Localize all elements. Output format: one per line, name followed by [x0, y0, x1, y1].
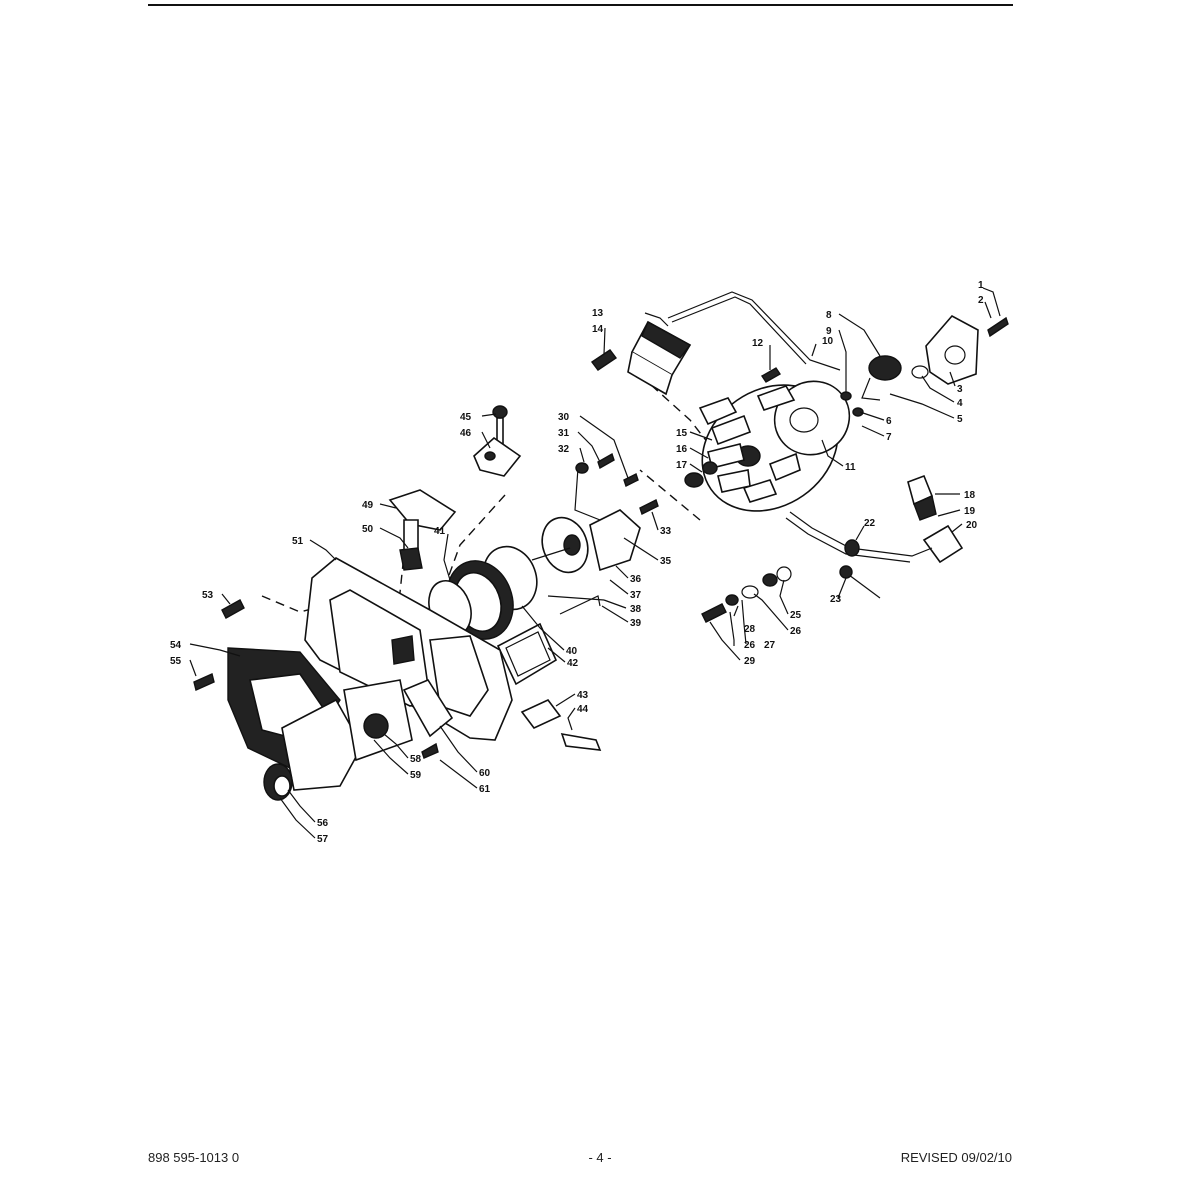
callout-58: 58 [410, 754, 422, 765]
callout-49: 49 [362, 500, 374, 511]
flywheel [698, 380, 851, 512]
callout-2: 2 [978, 295, 984, 306]
callout-17: 17 [676, 460, 688, 471]
callout-23: 23 [830, 594, 842, 605]
callout-4: 4 [957, 398, 963, 409]
points-assembly [861, 355, 929, 401]
callout-25: 25 [790, 610, 802, 621]
callout-14: 14 [592, 324, 604, 335]
callout-30: 30 [558, 412, 570, 423]
callout-7: 7 [886, 432, 892, 443]
callout-54: 54 [170, 640, 182, 651]
footer-part-number: 898 595-1013 0 [148, 1150, 240, 1165]
ignition-module [627, 320, 692, 396]
callout-29: 29 [744, 656, 756, 667]
callout-39: 39 [630, 618, 642, 629]
callout-27: 27 [764, 640, 776, 651]
parts-artwork [193, 291, 1009, 801]
callout-20: 20 [966, 520, 978, 531]
footer-page-number: - 4 - [588, 1150, 612, 1165]
callout-41: 41 [434, 526, 446, 537]
callout-5: 5 [957, 414, 963, 425]
callout-11: 11 [845, 462, 856, 473]
callout-59: 59 [410, 770, 422, 781]
callout-45: 45 [460, 412, 472, 423]
callout-18: 18 [964, 490, 976, 501]
callout-60: 60 [479, 768, 491, 779]
callout-57: 57 [317, 834, 329, 845]
callout-labels: 1 2 3 4 5 6 7 8 9 10 11 12 13 14 15 16 1… [170, 280, 984, 845]
top-rule [148, 4, 1013, 6]
callout-43: 43 [577, 690, 589, 701]
callout-53: 53 [202, 590, 214, 601]
callout-31: 31 [558, 428, 570, 439]
callout-44: 44 [577, 704, 589, 715]
callout-28: 28 [744, 624, 756, 635]
callout-55: 55 [170, 656, 182, 667]
main-housing [304, 557, 513, 741]
callout-10: 10 [822, 336, 834, 347]
callout-32: 32 [558, 444, 570, 455]
callout-19: 19 [964, 506, 976, 517]
callout-16: 16 [676, 444, 688, 455]
callout-15: 15 [676, 428, 688, 439]
starter-pulley [531, 509, 641, 574]
callout-26-a: 26 [790, 626, 802, 637]
callout-56: 56 [317, 818, 329, 829]
callout-38: 38 [630, 604, 642, 615]
callout-13: 13 [592, 308, 604, 319]
callout-33: 33 [660, 526, 672, 537]
callout-22: 22 [864, 518, 876, 529]
footer-revision: REVISED 09/02/10 [900, 1150, 1012, 1165]
callout-9: 9 [826, 326, 832, 337]
callout-12: 12 [752, 338, 764, 349]
callout-1: 1 [978, 280, 984, 291]
callout-50: 50 [362, 524, 374, 535]
spark-plug [907, 474, 937, 521]
callout-6: 6 [886, 416, 892, 427]
callout-35: 35 [660, 556, 672, 567]
leader-lines [189, 287, 1001, 839]
callout-51: 51 [292, 536, 304, 547]
callout-36: 36 [630, 574, 642, 585]
callout-40: 40 [566, 646, 578, 657]
callout-8: 8 [826, 310, 832, 321]
callout-42: 42 [567, 658, 579, 669]
callout-46: 46 [460, 428, 472, 439]
callout-3: 3 [957, 384, 963, 395]
recoil-starter [428, 560, 514, 640]
callout-26-b: 26 [744, 640, 756, 651]
callout-37: 37 [630, 590, 642, 601]
callout-61: 61 [479, 784, 491, 795]
